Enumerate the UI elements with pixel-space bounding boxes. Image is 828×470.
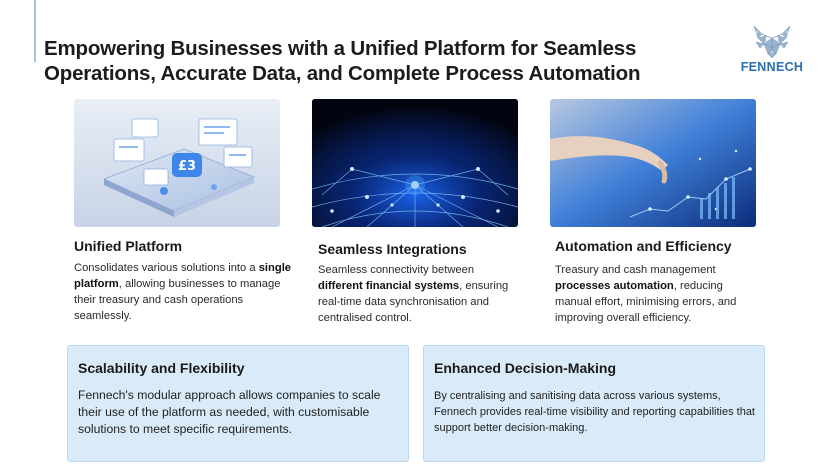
title-accent-line bbox=[34, 0, 36, 62]
automation-image bbox=[550, 99, 756, 227]
logo-text: FENNECH bbox=[740, 60, 804, 74]
fennech-logo-icon bbox=[753, 25, 791, 59]
feature-desc-automation-efficiency: Treasury and cash management processes a… bbox=[555, 264, 737, 324]
feature-title-automation-efficiency: Automation and Efficiency bbox=[555, 238, 732, 254]
feature-title-seamless-integrations: Seamless Integrations bbox=[318, 241, 467, 257]
network-integration-image bbox=[312, 99, 518, 227]
scalability-card-title: Scalability and Flexibility bbox=[78, 360, 245, 376]
scalability-card-text: Fennech's modular approach allows compan… bbox=[78, 388, 381, 436]
decision-making-card-text: By centralising and sanitising data acro… bbox=[434, 390, 755, 434]
unified-platform-image: £3 bbox=[74, 99, 280, 227]
decision-making-card: Enhanced Decision-Making By centralising… bbox=[423, 345, 765, 462]
feature-desc-unified-platform: Consolidates various solutions into a si… bbox=[74, 262, 292, 322]
page-title: Empowering Businesses with a Unified Pla… bbox=[44, 37, 641, 85]
feature-title-unified-platform: Unified Platform bbox=[74, 238, 183, 254]
scalability-card: Scalability and Flexibility Fennech's mo… bbox=[67, 345, 409, 462]
fennech-logo: FENNECH bbox=[740, 24, 804, 80]
decision-making-card-title: Enhanced Decision-Making bbox=[434, 360, 617, 376]
svg-text:£3: £3 bbox=[178, 159, 196, 174]
feature-desc-seamless-integrations: Seamless connectivity between different … bbox=[318, 264, 509, 324]
